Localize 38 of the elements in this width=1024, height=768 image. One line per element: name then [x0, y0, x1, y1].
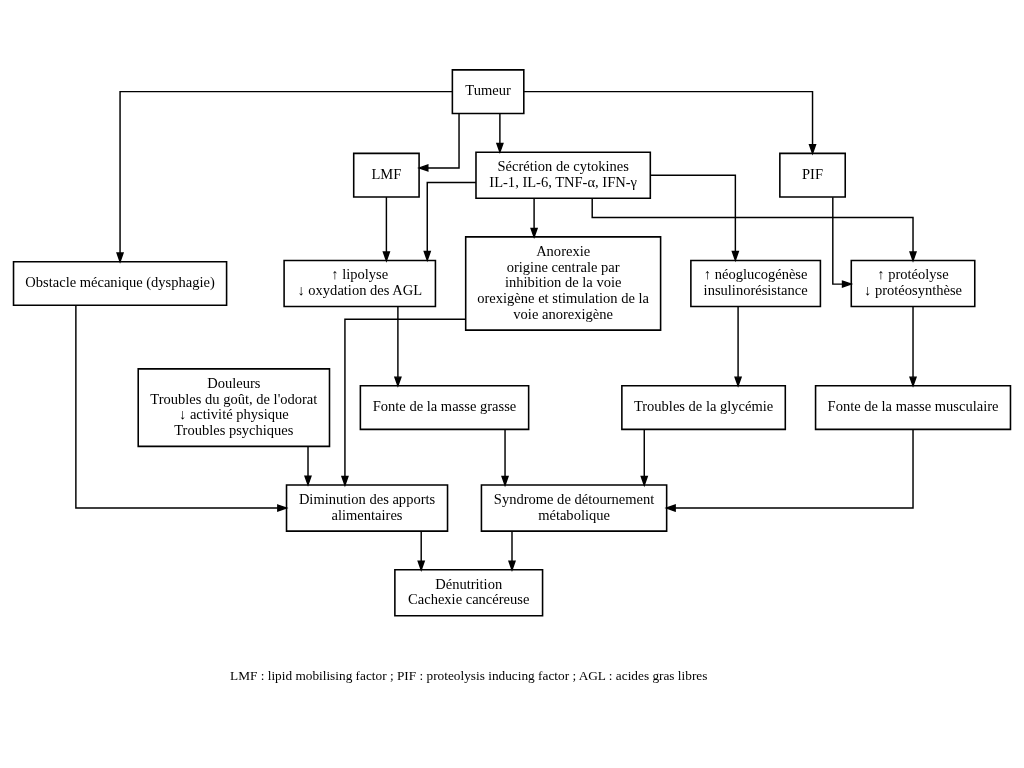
node-box: LMF: [352, 152, 420, 198]
arrow: [523, 90, 817, 156]
arrow: [423, 181, 477, 263]
node-box: ↑ protéolyse ↓ protéosynthèse: [850, 259, 976, 308]
arrow: [75, 304, 289, 513]
arrow: [530, 197, 539, 240]
arrow: [591, 197, 917, 263]
arrow: [909, 306, 917, 388]
arrow: [340, 318, 467, 488]
arrow: [393, 306, 402, 388]
node-box: Douleurs Troubles du goût, de l'odorat ↓ activité physique Troubles psychiques: [137, 368, 331, 448]
node-box: Obstacle mécanique (dysphagie): [12, 260, 228, 307]
label: LMF : lipid mobilising factor ; PIF : proteolysis inducing factor ; AGL : acides gras libres: [230, 667, 708, 683]
node-box: Dénutrition Cachexie cancéreuse: [394, 569, 544, 617]
node-box: PIF: [779, 152, 846, 198]
arrow: [382, 196, 391, 263]
arrow: [116, 90, 453, 264]
node-box: Anorexie origine centrale par inhibition de la voie orexigène et stimulation de la voie anorexigène: [464, 236, 662, 331]
node-box: Diminution des apports alimentaires: [285, 484, 449, 532]
arrow: [495, 112, 504, 155]
arrow: [508, 530, 516, 572]
arrow: [650, 174, 740, 263]
node-box: Tumeur: [451, 69, 525, 115]
node-box: Troubles de la glycémie: [621, 385, 787, 431]
arrow: [501, 428, 510, 488]
arrow: [640, 428, 649, 488]
node-box: Fonte de la masse grasse: [359, 385, 530, 431]
node-box: Fonte de la masse musculaire: [814, 385, 1012, 431]
arrow: [417, 112, 460, 172]
node-box: ↑ néoglucogénèse insulinorésistance: [690, 259, 822, 308]
node-box: Sécrétion de cytokines IL-1, IL-6, TNF-α, IFN-γ: [475, 151, 652, 199]
arrow: [664, 428, 914, 513]
arrow: [304, 446, 312, 487]
arrow: [832, 196, 854, 289]
arrow: [417, 530, 426, 572]
node-box: ↑ lipolyse ↓ oxydation des AGL: [283, 259, 437, 308]
arrow: [734, 306, 743, 388]
node-box: Syndrome de détournement métabolique: [480, 484, 668, 532]
